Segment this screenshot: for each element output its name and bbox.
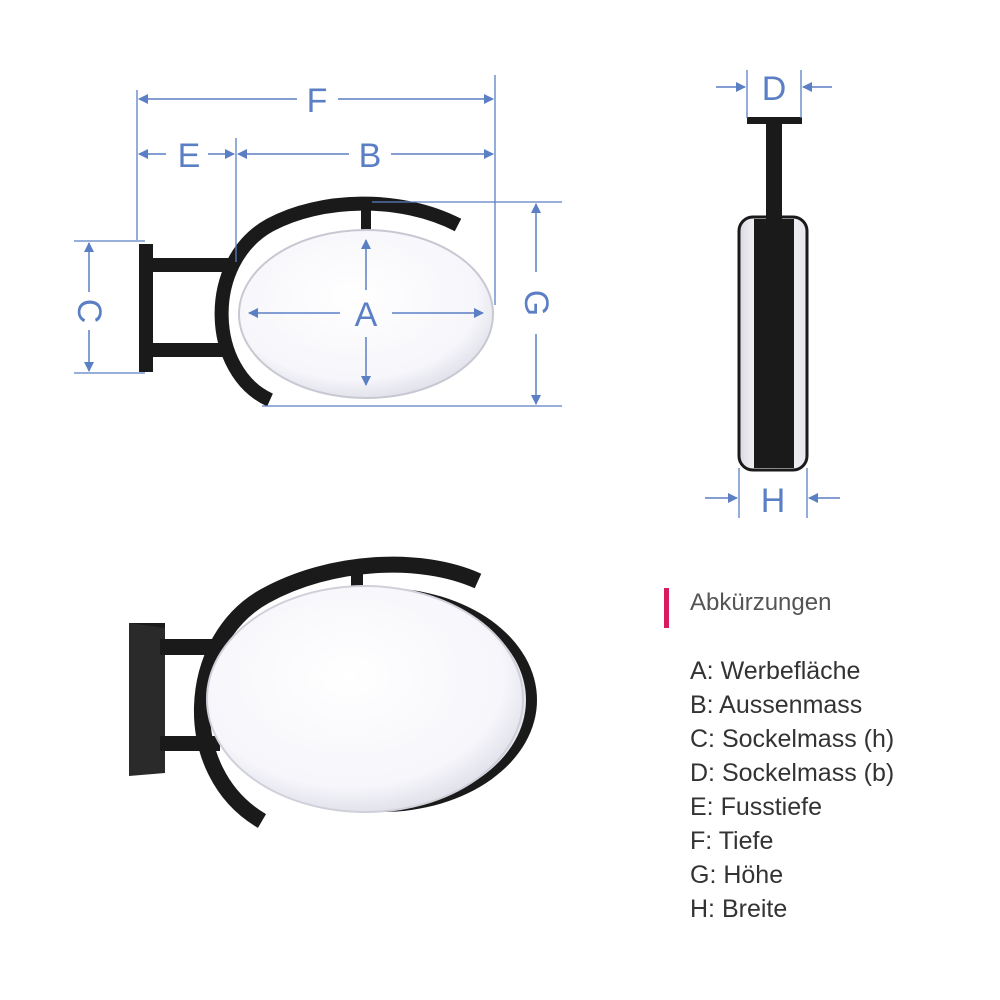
legend-item-e: E: Fusstiefe (690, 793, 822, 821)
dimension-B: B (237, 137, 494, 175)
side-post (766, 122, 782, 462)
label-D: D (762, 70, 787, 108)
dimension-H: H (705, 482, 840, 520)
legend-item-a: A: Werbefläche (690, 657, 861, 685)
side-view (737, 117, 809, 472)
base-plate (139, 244, 153, 372)
extension-lines (74, 75, 562, 407)
sign-face (238, 229, 494, 399)
photo-frame-ring (194, 556, 482, 828)
legend-list: A: Werbefläche B: Aussenmass C: Sockelma… (690, 654, 894, 926)
label-A: A (355, 296, 378, 334)
legend-item-c: C: Sockelmass (h) (690, 725, 895, 753)
legend: Abkürzungen A: Werbefläche B: Aussenmass… (664, 586, 990, 923)
legend-accent-bar (664, 588, 669, 628)
photo-base-edge (129, 623, 165, 776)
photo-sign-face (206, 585, 524, 813)
dimension-G: G (517, 203, 555, 405)
side-extension-lines (738, 70, 808, 518)
frame-post (361, 204, 371, 236)
legend-title: Abkürzungen (690, 589, 832, 616)
legend-item-b: B: Aussenmass (690, 691, 863, 719)
dimension-A: A (248, 239, 484, 386)
label-F: F (307, 82, 328, 120)
label-C: C (70, 299, 108, 324)
label-G: G (517, 290, 555, 316)
label-H: H (761, 482, 786, 520)
dimension-C: C (70, 242, 108, 372)
legend-item-f: F: Tiefe (690, 827, 774, 855)
product-photo (129, 556, 537, 828)
upper-arm (150, 258, 236, 272)
dimension-E: E (138, 137, 235, 175)
lower-arm (150, 343, 232, 357)
dimension-F: F (138, 82, 494, 120)
side-base-plate (747, 117, 802, 124)
legend-item-h: H: Breite (690, 895, 788, 923)
dimension-D: D (716, 70, 832, 108)
legend-item-g: G: Höhe (690, 861, 784, 889)
front-view (139, 196, 494, 407)
legend-item-d: D: Sockelmass (b) (690, 759, 895, 787)
label-B: B (359, 137, 382, 175)
frame-ring (214, 196, 462, 407)
label-E: E (178, 137, 201, 175)
